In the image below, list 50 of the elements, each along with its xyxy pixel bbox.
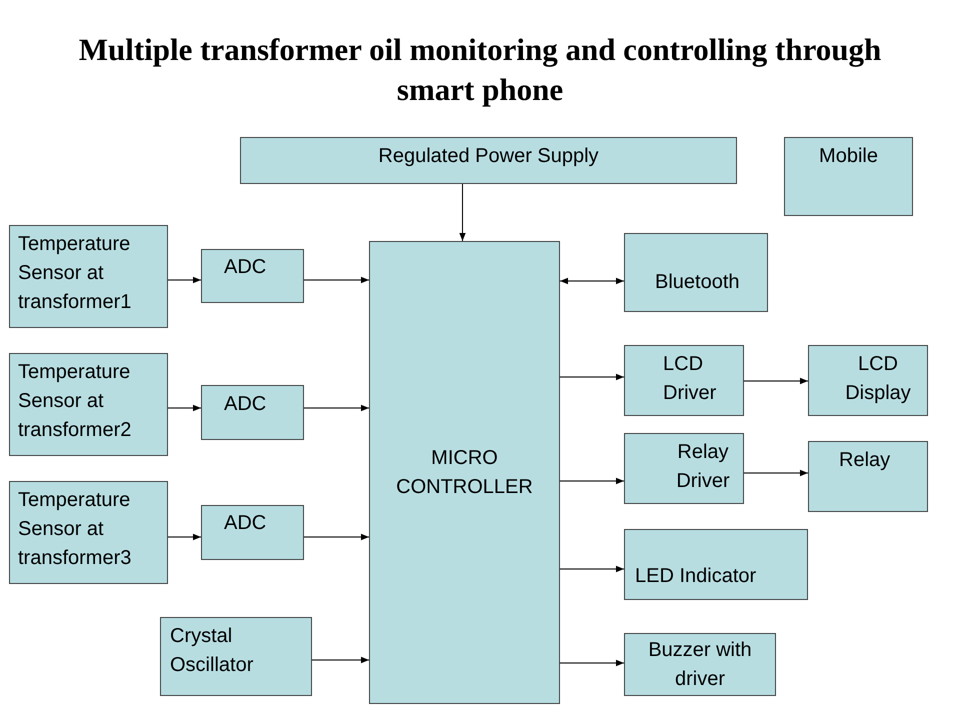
block-box (784, 137, 913, 216)
block-label: MICRO CONTROLLER (395, 446, 534, 500)
block-label: Temperature Sensor at transformer2 (18, 360, 132, 443)
block-label: Bluetooth (655, 270, 740, 295)
block-label: Relay Driver (675, 440, 731, 494)
arrow (560, 478, 624, 484)
block-box (9, 353, 168, 456)
block-box (808, 441, 928, 512)
block-label: Buzzer with driver (647, 638, 753, 692)
block-box (201, 385, 304, 440)
diagram-title: Multiple transformer oil monitoring and controlling through smart phone (78, 31, 882, 109)
block-label: Temperature Sensor at transformer1 (18, 232, 132, 315)
arrow (168, 534, 202, 540)
arrow (744, 470, 808, 476)
arrow (560, 374, 624, 380)
arrow (304, 534, 370, 540)
block-box (624, 633, 776, 696)
block-label: LCD Driver (663, 352, 716, 406)
block-box (624, 529, 808, 600)
arrow (312, 656, 370, 664)
block-box (9, 481, 168, 584)
arrow (304, 404, 370, 412)
block-box (240, 137, 737, 184)
arrow (168, 276, 202, 284)
block-box (201, 249, 304, 303)
arrow (459, 184, 466, 242)
arrow (560, 566, 624, 572)
block-box (160, 617, 312, 696)
block-label: Temperature Sensor at transformer3 (18, 488, 132, 571)
arrow (560, 660, 624, 666)
block-label: LCD Display (844, 352, 912, 406)
arrow (304, 276, 370, 284)
block-label: Mobile (819, 144, 878, 169)
block-label: ADC (224, 392, 266, 417)
block-box (9, 225, 168, 328)
block-label: ADC (224, 255, 266, 280)
block-label: ADC (224, 511, 266, 536)
block-box (624, 345, 744, 416)
block-box (369, 241, 560, 704)
block-box (624, 233, 768, 312)
block-box (201, 505, 304, 560)
arrow (560, 278, 624, 284)
block-label: LED Indicator (635, 564, 756, 589)
block-label: Regulated Power Supply (378, 144, 599, 169)
arrow (168, 404, 202, 412)
arrow (744, 378, 808, 384)
block-label: Crystal Oscillator (170, 624, 254, 678)
block-box (624, 433, 744, 504)
block-box (808, 345, 928, 416)
block-label: Relay (839, 448, 890, 473)
